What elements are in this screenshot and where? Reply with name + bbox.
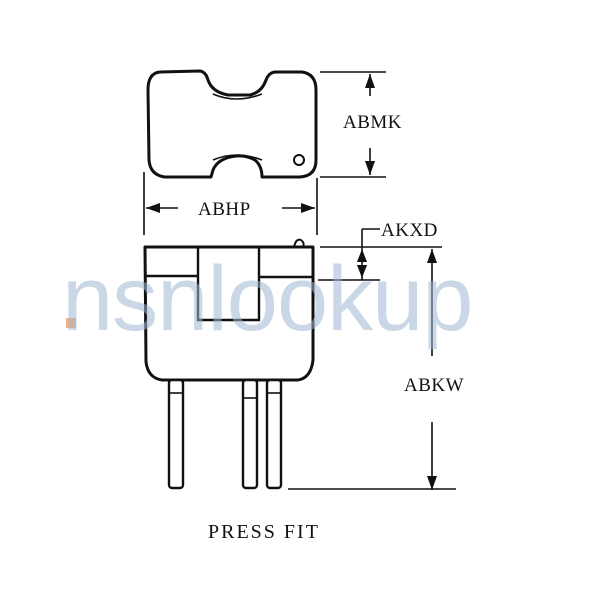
diagram-caption: PRESS FIT [208,521,320,543]
abkw-label: ABKW [404,375,464,396]
akxd-label: AKXD [381,220,438,241]
akxd-dimension: AKXD [318,220,442,281]
hole-icon [293,154,305,166]
watermark-text: nsnlookup [62,248,472,350]
abmk-dimension: ABMK [320,71,402,178]
watermark-dot [66,318,76,328]
abkw-dimension: ABKW [288,249,464,490]
abhp-label: ABHP [198,199,251,220]
abhp-dimension: ABHP [143,172,318,235]
abmk-label: ABMK [343,112,402,133]
watermark: nsnlookup [62,248,473,350]
top-view [146,69,318,179]
front-view [143,238,315,490]
